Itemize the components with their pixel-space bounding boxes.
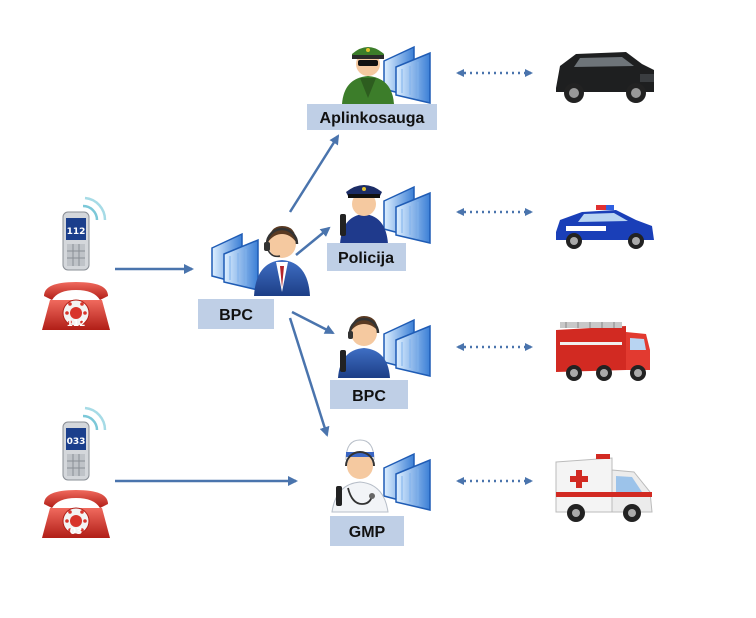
caller-group-112: 112 112 (41, 196, 111, 331)
monitors-icon (383, 319, 431, 377)
service-label: Aplinkosauga (320, 110, 425, 127)
dotted-links (456, 69, 533, 485)
arrow-center-to-bpc (291, 310, 335, 335)
dispatcher-headset-icon (254, 226, 310, 296)
telephone-icon: 112 (41, 281, 111, 331)
environmental-officer-icon (342, 47, 394, 104)
arrow-center-to-gmp (288, 317, 330, 437)
medical-dispatcher-icon (331, 439, 389, 513)
mobile-screen-number: 033 (67, 437, 86, 447)
telephone-number: 03 (70, 527, 83, 537)
service-label-box (330, 516, 404, 546)
service-label-box (330, 380, 408, 409)
service-label-box (327, 243, 406, 271)
service-policija: Policija (327, 185, 654, 271)
mobile-screen-number: 112 (67, 227, 86, 237)
fire-truck-icon (556, 322, 650, 381)
police-car-icon (556, 205, 654, 249)
suv-icon (556, 52, 654, 103)
service-label-box (307, 104, 437, 130)
service-label: Policija (338, 250, 394, 267)
flow-arrows (115, 134, 340, 486)
police-officer-icon (340, 185, 388, 244)
service-aplinkosauga: Aplinkosauga (307, 46, 654, 130)
arrow-center-to-policija (295, 226, 331, 256)
monitors-icon (383, 453, 431, 511)
service-label: BPC (352, 388, 386, 405)
mobile-phone-icon: 112 (61, 196, 107, 272)
monitors-icon (383, 186, 431, 244)
mobile-phone-icon: 033 (61, 406, 107, 482)
telephone-icon: 03 (41, 489, 111, 539)
caller-group-033: 033 03 (41, 406, 111, 539)
telephone-number: 112 (67, 319, 86, 329)
ambulance-icon (555, 454, 653, 522)
fire-dispatcher-icon (338, 316, 390, 378)
service-bpc: BPC (330, 316, 650, 409)
service-label: GMP (349, 524, 386, 541)
monitors-icon (211, 233, 259, 291)
service-gmp: GMP (330, 439, 653, 546)
center-label: BPC (219, 307, 253, 324)
center-dispatcher: BPC (198, 226, 310, 329)
center-label-box (198, 299, 274, 329)
arrow-center-to-aplinkosauga (288, 134, 340, 213)
